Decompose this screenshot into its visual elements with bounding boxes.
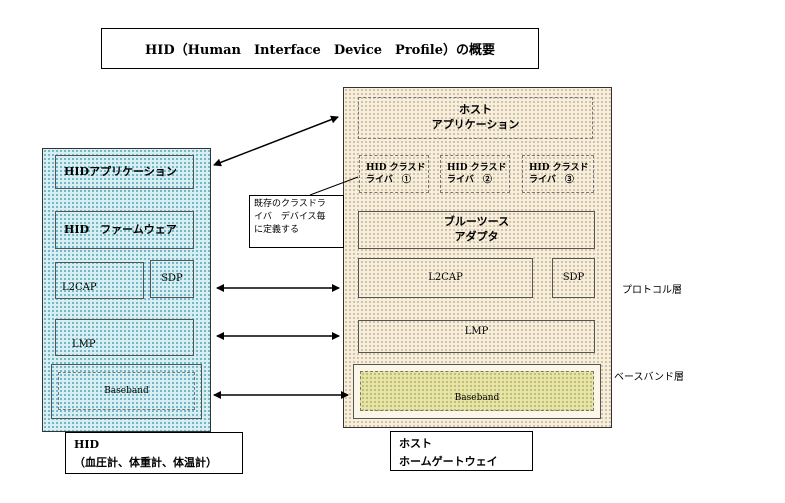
host-label-line2: ホームゲートウェイ [399, 454, 498, 468]
host-class-driver-2: HID クラスド ライバ ② [440, 155, 510, 193]
diagram-title: HID（Human Interface Device Profile）の概要 [101, 28, 539, 69]
hid-lmp-layer: LMP [55, 319, 194, 356]
callout-line3: に定義する [254, 225, 300, 236]
host-label: ホスト ホームゲートウェイ [390, 431, 533, 471]
hid-device-label-line1: HID [74, 438, 100, 451]
class-driver-callout: 既存のクラスドラ イバ デバイス毎 に定義する [249, 195, 344, 248]
class-driver-2-line1: HID クラスド [447, 162, 507, 173]
hid-device-label: HID （血圧計、体重計、体温計） [65, 432, 243, 474]
host-lmp-layer: LMP [358, 320, 595, 353]
host-sdp-layer: SDP [552, 258, 595, 298]
host-application-layer: ホスト アプリケーション [358, 97, 593, 139]
callout-line1: 既存のクラスドラ [254, 199, 326, 209]
class-driver-3-line1: HID クラスド [529, 162, 589, 173]
application-link-arrow [213, 115, 339, 167]
hid-baseband-layer: Baseband [51, 364, 202, 419]
host-l2cap-layer: L2CAP [358, 258, 533, 298]
hid-baseband-inner: Baseband [58, 372, 195, 410]
host-baseband-inner: Baseband [360, 371, 594, 411]
adapter-line2: アダプタ [454, 230, 499, 243]
hid-application-layer: HIDアプリケーション [55, 155, 194, 189]
callout-line2: イバ デバイス毎 [254, 212, 326, 223]
class-driver-1-line1: HID クラスド [366, 162, 426, 173]
host-bluetooth-adapter-layer: ブルーツース アダプタ [358, 211, 595, 249]
baseband-layer-label: ベースバンド層 [614, 372, 684, 383]
protocol-layer-label: プロトコル層 [622, 285, 682, 296]
class-driver-1-line2: ライバ ① [366, 175, 411, 185]
host-class-driver-3: HID クラスド ライバ ③ [522, 155, 594, 193]
host-application-line1: ホスト [459, 103, 492, 117]
host-class-driver-1: HID クラスド ライバ ① [359, 155, 429, 193]
host-baseband-layer: Baseband [353, 364, 601, 419]
hid-sdp-layer: SDP [150, 260, 194, 298]
hid-device-label-line2: （血圧計、体重計、体温計） [74, 455, 217, 469]
hid-device-stack [42, 148, 211, 432]
host-label-line1: ホスト [399, 437, 432, 450]
class-driver-3-line2: ライバ ③ [529, 175, 574, 185]
hid-firmware-layer: HID ファームウェア [55, 211, 194, 249]
hid-l2cap-layer: L2CAP [55, 262, 144, 299]
adapter-line1: ブルーツース [443, 215, 510, 229]
host-application-line2: アプリケーション [431, 118, 520, 131]
class-driver-2-line2: ライバ ② [447, 175, 492, 185]
